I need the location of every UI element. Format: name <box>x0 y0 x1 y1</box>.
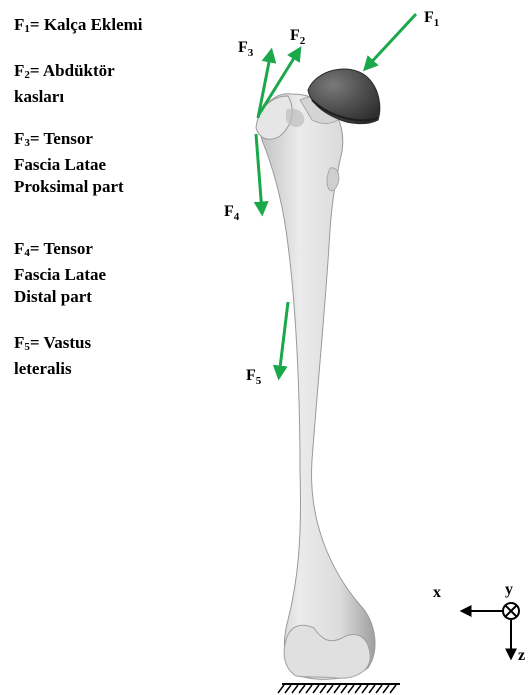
support-hatch-mark <box>292 685 298 693</box>
support-hatch-mark <box>390 685 396 693</box>
x-axis-label: x <box>433 584 441 601</box>
support-hatch-mark <box>320 685 326 693</box>
force-label-f4: F4 <box>224 203 240 223</box>
support-hatch-mark <box>348 685 354 693</box>
support-hatch-mark <box>299 685 305 693</box>
support-hatch-mark <box>313 685 319 693</box>
support-hatch-mark <box>376 685 382 693</box>
support-hatch-mark <box>341 685 347 693</box>
support-hatch-mark <box>383 685 389 693</box>
fixed-support <box>278 684 400 693</box>
support-hatch-mark <box>369 685 375 693</box>
force-label-f1: F1 <box>424 9 439 29</box>
support-hatch-mark <box>278 685 284 693</box>
support-hatch-mark <box>355 685 361 693</box>
force-label-f2: F2 <box>290 27 306 47</box>
z-axis-label: z <box>518 647 525 664</box>
force-arrow-f4 <box>256 134 262 212</box>
support-hatch-mark <box>334 685 340 693</box>
force-arrow-f5 <box>279 302 288 376</box>
force-label-f5: F5 <box>246 367 262 387</box>
support-hatch-mark <box>285 685 291 693</box>
support-hatch-mark <box>327 685 333 693</box>
coordinate-axes: x y z <box>433 581 525 664</box>
femur-shaft <box>258 94 375 679</box>
support-hatch-mark <box>306 685 312 693</box>
support-hatch-mark <box>362 685 368 693</box>
force-arrow-f1 <box>366 14 416 68</box>
femur-bone <box>256 69 380 679</box>
y-axis-label: y <box>505 581 513 598</box>
lesser-trochanter <box>327 168 339 191</box>
force-label-f3: F3 <box>238 39 254 59</box>
